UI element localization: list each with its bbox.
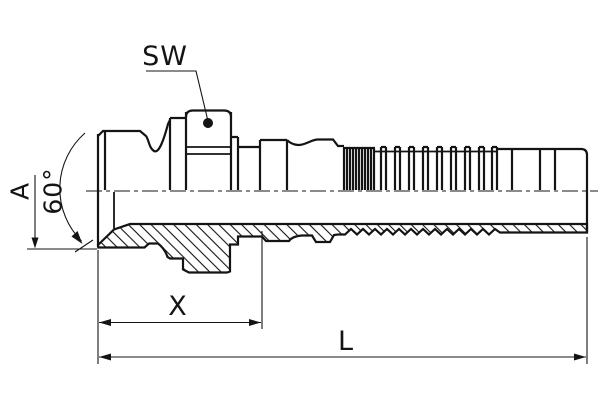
angle-callout: 60° — [39, 132, 94, 253]
fitting-top-profile — [96, 109, 589, 247]
sw-leader-line — [146, 70, 209, 120]
label-thread-size-a: A — [6, 182, 35, 200]
hose-barb-serration — [342, 146, 376, 190]
label-seat-angle: 60° — [39, 167, 68, 214]
sw-callout: SW — [142, 41, 213, 128]
angle-arc — [59, 132, 86, 242]
label-wrench-size-sw: SW — [142, 41, 188, 72]
dimension-x: X — [97, 231, 263, 364]
sw-leader-dot — [203, 118, 213, 128]
cone-extension-tick — [74, 239, 94, 253]
dimension-a: A — [6, 175, 97, 250]
section-hatched-area — [96, 222, 589, 274]
angle-arc-arrow — [71, 231, 83, 244]
fitting-lower-section — [96, 192, 589, 274]
dimension-l: L — [99, 237, 588, 364]
label-overall-length-l: L — [338, 326, 354, 357]
a-arrow-down — [31, 237, 39, 249]
hex-nut-outline — [184, 109, 233, 118]
label-cutoff-length-x: X — [168, 291, 188, 322]
